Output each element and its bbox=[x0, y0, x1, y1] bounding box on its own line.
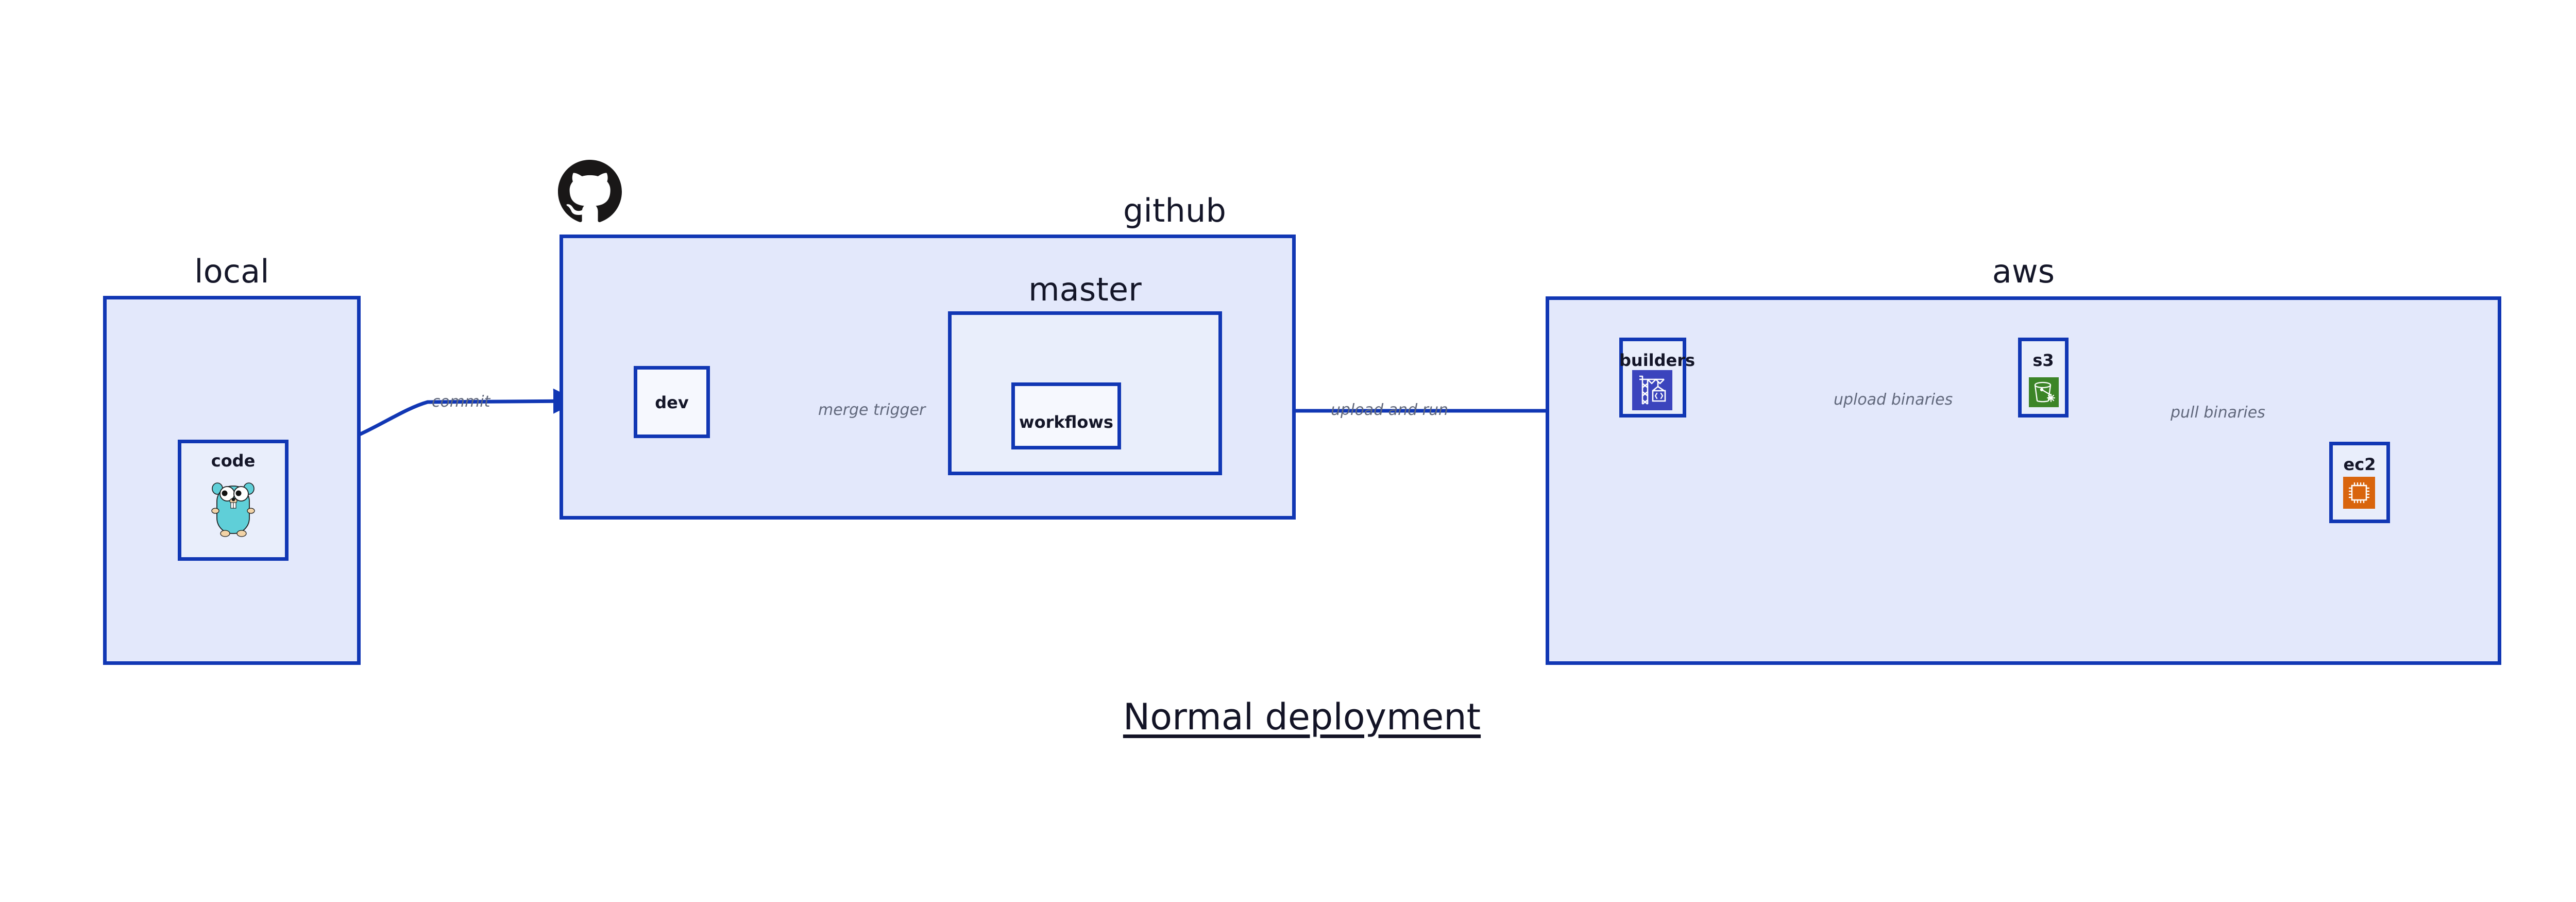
edge-label-commit: commit bbox=[432, 393, 490, 411]
edge-label-upload-and-run: upload and run bbox=[1331, 401, 1449, 419]
node-label-code: code bbox=[211, 451, 256, 471]
node-s3[interactable] bbox=[2018, 338, 2069, 417]
node-label-s3: s3 bbox=[2032, 350, 2054, 370]
group-label-master: master bbox=[1028, 271, 1142, 308]
aws-builders-crane-icon bbox=[1632, 370, 1672, 410]
node-code[interactable] bbox=[178, 440, 289, 561]
aws-ec2-chip-icon bbox=[2343, 477, 2375, 509]
node-workflows[interactable] bbox=[1011, 382, 1121, 449]
edge-label-merge-trigger: merge trigger bbox=[818, 401, 926, 419]
edge-label-pull-binaries: pull binaries bbox=[2171, 404, 2265, 422]
node-label-workflows: workflows bbox=[1019, 412, 1113, 432]
group-label-github: github bbox=[1123, 192, 1227, 229]
node-label-ec2: ec2 bbox=[2343, 455, 2376, 474]
node-label-builders: builders bbox=[1619, 350, 1696, 370]
diagram-title: Normal deployment bbox=[1123, 696, 1481, 738]
node-dev[interactable] bbox=[634, 366, 710, 438]
node-label-dev: dev bbox=[655, 393, 689, 412]
node-ec2[interactable] bbox=[2329, 442, 2390, 523]
github-octocat-icon bbox=[558, 160, 622, 224]
edge-label-upload-binaries: upload binaries bbox=[1834, 391, 1953, 409]
aws-s3-bucket-icon bbox=[2029, 377, 2059, 407]
group-label-aws: aws bbox=[1992, 253, 2055, 290]
group-label-local: local bbox=[194, 253, 269, 290]
go-gopher-icon bbox=[209, 477, 258, 541]
